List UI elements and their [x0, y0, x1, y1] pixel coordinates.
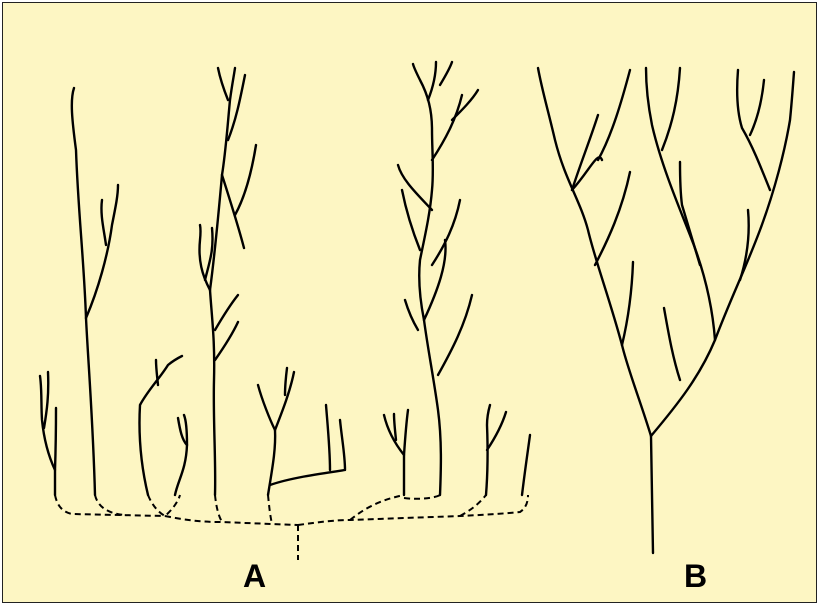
panel-a-trees	[40, 62, 530, 560]
ancestral-connections	[55, 495, 528, 560]
lineage-a2	[139, 356, 187, 495]
panel-a-label: A	[243, 560, 266, 592]
lineage-a3	[199, 68, 256, 495]
lineage-a7	[486, 405, 506, 495]
lineage-a5	[398, 62, 478, 495]
lineage-a-small-left	[40, 372, 56, 495]
lineage-a6	[384, 410, 408, 495]
lineage-a4	[258, 368, 345, 495]
lineage-a8	[522, 435, 530, 495]
panel-b-tree	[538, 68, 794, 553]
lineage-a1	[72, 88, 118, 495]
panel-b-label: B	[684, 560, 707, 592]
